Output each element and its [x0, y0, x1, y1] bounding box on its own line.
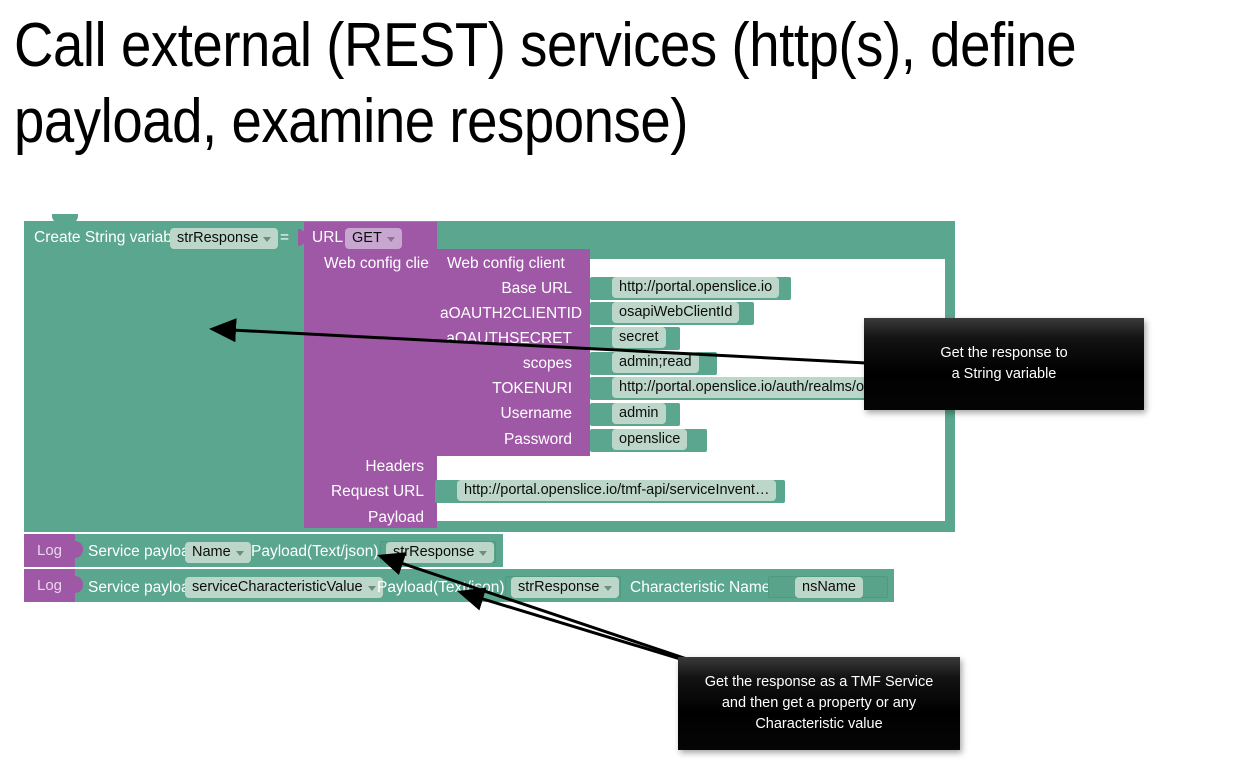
chevron-down-icon[interactable] — [263, 236, 272, 242]
token-uri-value: http://portal.openslice.io/auth/realms/o… — [619, 379, 881, 395]
web-config-field-label-4: TOKENURI — [492, 380, 572, 397]
username-value: admin — [619, 405, 659, 421]
url-row-label-1: Request URL — [330, 483, 424, 500]
callout-string-variable: Get the response to a String variable — [864, 318, 1144, 410]
chevron-down-icon[interactable] — [386, 236, 395, 242]
oauth-secret-value: secret — [619, 329, 659, 345]
equals-sign: = — [280, 229, 290, 246]
log-2-suffix-label: Characteristic Name — [630, 579, 771, 596]
characteristic-name-value: nsName — [802, 579, 856, 595]
log-badge-2[interactable]: Log — [24, 569, 75, 602]
create-variable-label: Create String variable — [34, 229, 184, 246]
web-config-socket-4 — [583, 380, 591, 397]
log-1-selector-value: Name — [192, 544, 231, 560]
request-url-value: http://portal.openslice.io/tmf-api/servi… — [464, 482, 770, 498]
token-uri-chip[interactable]: http://portal.openslice.io/auth/realms/o… — [612, 377, 888, 398]
request-url-socket — [428, 482, 436, 499]
callout-2-line-3: Characteristic value — [755, 716, 883, 732]
password-chip[interactable]: openslice — [612, 429, 688, 450]
log-2-value-chip[interactable]: strResponse — [511, 577, 620, 598]
callout-1-line-2: a String variable — [951, 366, 1057, 382]
log-2-socket — [75, 576, 83, 593]
web-config-client-socket-label: Web config client — [324, 255, 442, 272]
callout-tmf-service: Get the response as a TMF Service and th… — [678, 657, 960, 750]
log-2-value: strResponse — [518, 579, 600, 595]
web-config-socket-tab — [430, 254, 438, 271]
log-2-selector-value: serviceCharacteristicValue — [192, 579, 363, 595]
chevron-down-icon[interactable] — [479, 550, 488, 556]
base-url-chip[interactable]: http://portal.openslice.io — [612, 277, 780, 298]
chevron-down-icon[interactable] — [367, 585, 376, 591]
web-config-socket-1 — [583, 305, 591, 322]
request-url-chip[interactable]: http://portal.openslice.io/tmf-api/servi… — [457, 480, 777, 501]
password-value: openslice — [619, 431, 681, 447]
url-block[interactable] — [304, 222, 437, 528]
payload-socket — [428, 508, 436, 525]
web-config-field-label-1: aOAUTH2CLIENTID — [440, 305, 583, 322]
web-config-field-label-0: Base URL — [501, 280, 572, 297]
web-config-socket-0 — [583, 280, 591, 297]
chevron-down-icon[interactable] — [235, 550, 244, 556]
callout-2-line-2: and then get a property or any — [721, 695, 917, 711]
web-config-client-title: Web config client — [447, 255, 565, 272]
log-badge-1-label: Log — [36, 542, 63, 559]
block-top-notch — [52, 214, 78, 223]
log-2-middle: Payload(Text/json) — [377, 579, 505, 596]
oauth2-client-id-chip[interactable]: osapiWebClientId — [612, 302, 740, 323]
url-row-label-2: Payload — [367, 509, 424, 526]
web-config-socket-6 — [583, 431, 591, 448]
web-config-field-label-5: Username — [500, 405, 573, 422]
web-config-socket-5 — [583, 405, 591, 422]
log-1-prefix: Service payload — [88, 543, 199, 560]
create-variable-block-bottom — [24, 521, 955, 532]
variable-name-value: strResponse — [177, 230, 259, 246]
http-method-chip[interactable]: GET — [345, 228, 402, 249]
log-1-socket — [75, 541, 83, 558]
base-url-value: http://portal.openslice.io — [619, 279, 773, 295]
callout-1-line-1: Get the response to — [940, 345, 1068, 361]
web-config-field-label-2: aOAUTHSECRET — [446, 330, 572, 347]
oauth-secret-chip[interactable]: secret — [612, 327, 666, 348]
url-row-label-0: Headers — [365, 458, 424, 475]
headers-socket — [428, 457, 436, 474]
username-chip[interactable]: admin — [612, 403, 666, 424]
scopes-chip[interactable]: admin;read — [612, 352, 699, 373]
url-block-label: URL — [312, 229, 344, 246]
log-badge-2-label: Log — [36, 577, 63, 594]
web-config-field-label-6: Password — [503, 431, 572, 448]
web-config-field-label-3: scopes — [522, 355, 572, 372]
callout-2-line-1: Get the response as a TMF Service — [704, 674, 934, 690]
create-variable-block-left — [24, 221, 307, 532]
value-socket-tab — [298, 229, 306, 246]
http-method-value: GET — [352, 230, 382, 246]
oauth2-client-id-value: osapiWebClientId — [619, 304, 733, 320]
variable-name-chip[interactable]: strResponse — [170, 228, 279, 249]
log-2-prefix: Service payload — [88, 579, 199, 596]
chevron-down-icon[interactable] — [604, 585, 613, 591]
log-1-value: strResponse — [393, 544, 475, 560]
log-badge-1[interactable]: Log — [24, 534, 75, 567]
page-title: Call external (REST) services (http(s), … — [14, 11, 1091, 156]
log-1-middle: Payload(Text/json) — [251, 543, 379, 560]
characteristic-name-chip[interactable]: nsName — [795, 577, 863, 598]
scopes-value: admin;read — [619, 354, 692, 370]
log-2-selector-chip[interactable]: serviceCharacteristicValue — [185, 577, 383, 598]
log-1-value-chip[interactable]: strResponse — [386, 542, 495, 563]
log-1-selector-chip[interactable]: Name — [185, 542, 251, 563]
